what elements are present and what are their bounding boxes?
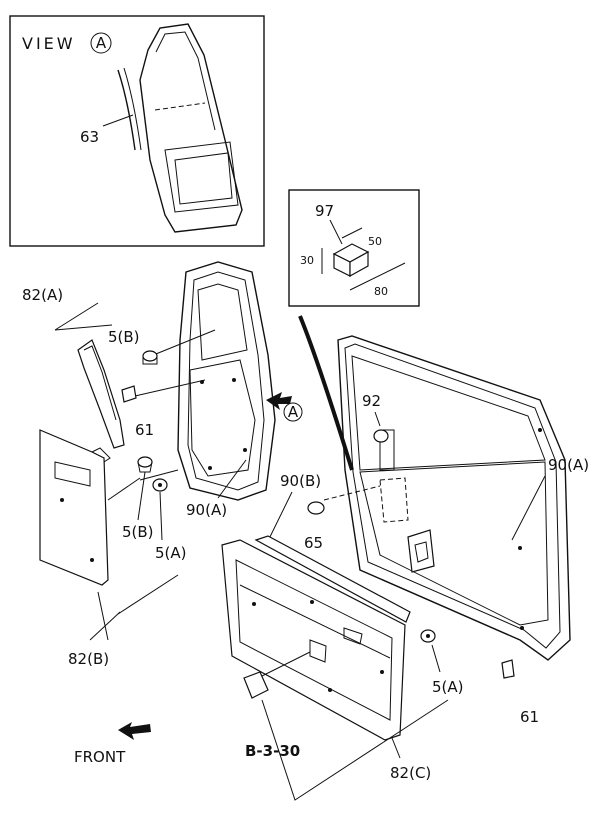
view-a-inset: VIEW A 63	[9, 15, 265, 247]
right-door-inner	[359, 461, 549, 626]
label-82c: 82(C)	[390, 764, 431, 782]
label-65: 65	[304, 534, 323, 552]
front-arrow-icon	[118, 722, 151, 740]
right-door-frame: 92 90(A) 61	[337, 335, 589, 726]
plug-65: 65	[304, 485, 381, 552]
label-5b-low: 5(B)	[122, 523, 154, 541]
door-trim-82c: 90(B) 5(A) 82(C) B-3-30	[221, 472, 464, 801]
dim-depth: 80	[374, 285, 388, 298]
clip-61-right	[501, 659, 515, 679]
lower-trim-82b: 5(B) 5(A) 82(B)	[39, 429, 187, 668]
view-letter-circle	[90, 32, 112, 54]
weatherstrip-63	[117, 69, 136, 151]
left-door-window	[197, 283, 248, 361]
label-90b: 90(B)	[280, 472, 321, 490]
view-a-arrow: A	[266, 392, 303, 422]
clip-5b-low	[137, 456, 153, 468]
inset-frame	[9, 15, 265, 247]
pillar-window	[164, 141, 239, 213]
handle-cover	[243, 671, 269, 699]
dimension-frame	[288, 189, 420, 307]
clip-5b-top	[142, 350, 158, 362]
label-90a-mid: 90(A)	[186, 501, 227, 519]
door-handle-recess	[407, 529, 435, 573]
label-90a-right: 90(A)	[548, 456, 589, 474]
view-letter: A	[96, 34, 107, 52]
label-63: 63	[80, 128, 99, 146]
label-82a: 82(A)	[22, 286, 63, 304]
front-indicator: FRONT	[74, 722, 151, 766]
leader-63	[102, 114, 134, 127]
clip-61-left	[121, 385, 137, 403]
dim-height: 30	[300, 254, 314, 267]
label-61-left: 61	[135, 421, 154, 439]
label-5a-left: 5(A)	[155, 544, 187, 562]
clip-92	[373, 429, 389, 443]
label-a-circle: A	[288, 403, 299, 421]
left-door-frame: 90(A)	[134, 261, 276, 519]
pillar-trim-82a: 82(A) 5(B) 61	[22, 286, 158, 449]
right-door-window	[351, 355, 546, 471]
view-label: VIEW	[22, 34, 76, 53]
label-97: 97	[315, 202, 334, 220]
label-5a-right: 5(A)	[432, 678, 464, 696]
label-92: 92	[362, 392, 381, 410]
label-82b: 82(B)	[68, 650, 109, 668]
label-61-right: 61	[520, 708, 539, 726]
bracket-leader	[261, 699, 449, 801]
dim-width: 50	[368, 235, 382, 248]
trim-recess	[54, 461, 91, 487]
door-pillar-outline	[139, 23, 243, 233]
label-5b-top: 5(B)	[108, 328, 140, 346]
inset-pointer	[298, 315, 354, 471]
left-door-trim-area	[189, 359, 256, 477]
label-ref: B-3-30	[245, 742, 300, 760]
label-front: FRONT	[74, 748, 126, 766]
weatherstrip-90b	[254, 535, 411, 623]
trim-handle-cutout	[309, 639, 327, 663]
pad-side	[349, 250, 369, 278]
pad-dimension-inset: 97 50 30 80	[288, 189, 420, 307]
